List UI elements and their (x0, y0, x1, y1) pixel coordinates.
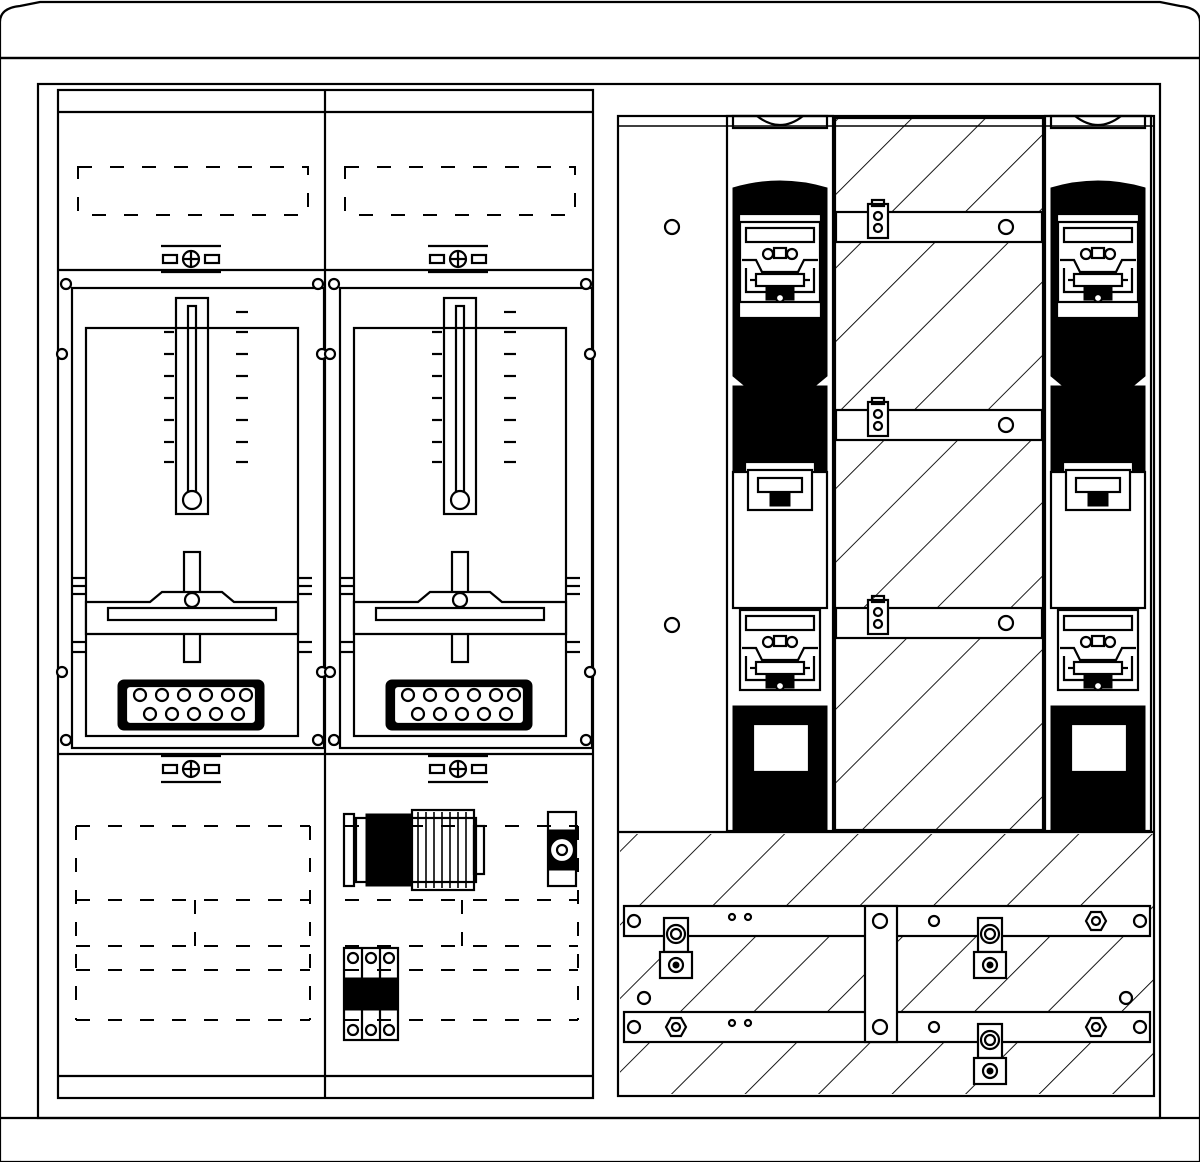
mounting-hole (663, 616, 681, 634)
cover-outline-left (77, 166, 309, 216)
mounting-hole (663, 218, 681, 236)
meter-section (55, 88, 597, 1100)
terminal-strip (342, 808, 486, 892)
fuse-section (616, 114, 1156, 1098)
cover-screw-icon (159, 244, 223, 274)
cover-screw-icon (426, 754, 490, 784)
cover-outline-right (344, 166, 576, 216)
fuse-clamp (738, 608, 822, 692)
socket-outlet (546, 810, 578, 888)
meter-board-left (55, 277, 329, 750)
busbars (834, 198, 1044, 640)
cover-screw-icon (426, 244, 490, 274)
fuse-clamp (738, 220, 822, 304)
fuse-clamp (1056, 608, 1140, 692)
cover-screw-icon (159, 754, 223, 784)
meter-board-right (323, 277, 597, 750)
base-busbars (622, 904, 1152, 1086)
fuse-lower-contacts (746, 468, 1132, 512)
circuit-breaker (342, 946, 400, 1042)
fuse-clamp (1056, 220, 1140, 304)
lower-left-outlines (75, 825, 311, 1021)
